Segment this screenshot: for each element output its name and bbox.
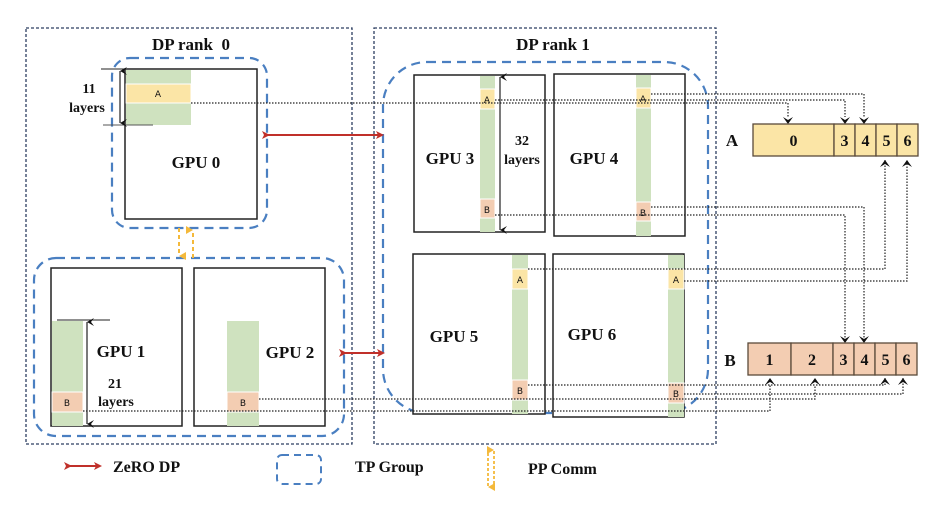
connector-gpu5-a5 <box>528 160 886 270</box>
connector-gpu2-b2 <box>259 385 816 400</box>
buffer-a-label: A <box>726 131 739 150</box>
gpu-5-label: GPU 5 <box>430 327 479 346</box>
gpu-0-label: GPU 0 <box>172 153 221 172</box>
legend-pp-comm-label: PP Comm <box>528 461 598 478</box>
gpu-6-shard-b <box>667 382 685 404</box>
dp-rank-1-box <box>373 27 717 445</box>
gpu-1-layer-count: 21 <box>108 377 122 392</box>
gpu-3-layer-count: 32 <box>515 134 529 149</box>
buffer-b-cell-label: 4 <box>861 352 869 369</box>
gpu-6-label: GPU 6 <box>568 325 617 344</box>
gpu-4-box <box>553 73 686 237</box>
buffer-b-cell-label: 5 <box>882 352 890 369</box>
connector-gpu6-b6 <box>684 378 904 395</box>
buffer-a-cell-label: 6 <box>904 133 912 150</box>
gpu-2-shard-b <box>226 391 260 413</box>
buffer-b-cell-label: 1 <box>766 352 774 369</box>
buffer-b-cell-label: 3 <box>840 352 848 369</box>
gpu-1-layers-word: layers <box>98 395 134 410</box>
gpu-3-label: GPU 3 <box>426 149 475 168</box>
connector-gpu5-b5 <box>528 378 886 386</box>
gpu-3-shard-b <box>479 198 496 219</box>
buffer-a-cell-label: 3 <box>841 133 849 150</box>
gpu-6-layers <box>668 255 684 417</box>
gpu-6-box <box>552 253 685 418</box>
gpu-0-shard-a-label: A <box>155 90 162 100</box>
buffer-a-cell <box>896 123 919 157</box>
gpu-3-shard-a <box>479 88 496 110</box>
legend-tp-group-icon <box>276 454 322 485</box>
gpu-4-layers <box>636 75 651 236</box>
gpu-2-shard-b-label: B <box>240 399 246 409</box>
gpu-6-shard-b-label: B <box>673 390 679 400</box>
gpu-6-shard-a-label: A <box>673 276 680 286</box>
buffer-a-cell-label: 0 <box>790 133 798 150</box>
gpu-1-shard-b <box>51 391 84 413</box>
gpu-3-layers <box>480 76 495 232</box>
connectors-b <box>83 206 904 412</box>
legend-tp-group-label: TP Group <box>355 459 424 476</box>
connectors-a <box>191 93 908 282</box>
dp-rank-0-label: DP rank 0 <box>152 35 230 54</box>
gpu-5-shard-a-label: A <box>517 276 524 286</box>
connector-gpu1-b1 <box>83 385 771 412</box>
gpu-3-layers-word: layers <box>504 153 540 168</box>
tp-group-1 <box>32 256 346 438</box>
gpu-5-shard-a <box>511 268 529 290</box>
connector-gpu4-b4 <box>651 206 865 342</box>
connector-gpu4-a4 <box>651 93 865 117</box>
gpu-4-shard-b <box>635 201 652 222</box>
legend-zero-dp-label: ZeRO DP <box>113 459 180 476</box>
legend: ZeRO DP TP Group PP Comm <box>64 446 598 491</box>
connector-gpu0-a0 <box>191 102 789 117</box>
gpu-5-shard-b <box>511 379 529 401</box>
dp-rank-1-label: DP rank 1 <box>516 35 590 54</box>
gpu-1-shard-b-label: B <box>64 399 70 409</box>
connector-arrowheads <box>765 117 912 385</box>
buffer-b-label: B <box>724 351 735 370</box>
gpu-2-label: GPU 2 <box>266 343 315 362</box>
gpu-5-shard-b-label: B <box>517 387 523 397</box>
buffer-b-cell-label: 2 <box>808 352 816 369</box>
gpu-5-layers <box>512 255 528 414</box>
buffer-a-cell-label: 4 <box>862 133 870 150</box>
gpu-3-shard-b-label: B <box>484 206 490 216</box>
dp-rank-0-box <box>25 27 353 445</box>
buffer-a-cell <box>752 123 835 157</box>
connector-gpu3-a3 <box>495 99 846 117</box>
buffer-b-cell <box>895 342 918 376</box>
buffer-b-cell-label: 6 <box>903 352 911 369</box>
connector-gpu6-a6 <box>684 160 908 282</box>
gpu-0-layers-word: layers <box>69 101 105 116</box>
buffer-a-cell-label: 5 <box>883 133 891 150</box>
gpu-1-label: GPU 1 <box>97 342 146 361</box>
gpu-0-layer-count: 11 <box>82 82 95 97</box>
gpu-4-label: GPU 4 <box>570 149 619 168</box>
gpu-3-shard-a-label: A <box>484 96 491 106</box>
gpu-4-shard-b-label: B <box>640 209 646 219</box>
